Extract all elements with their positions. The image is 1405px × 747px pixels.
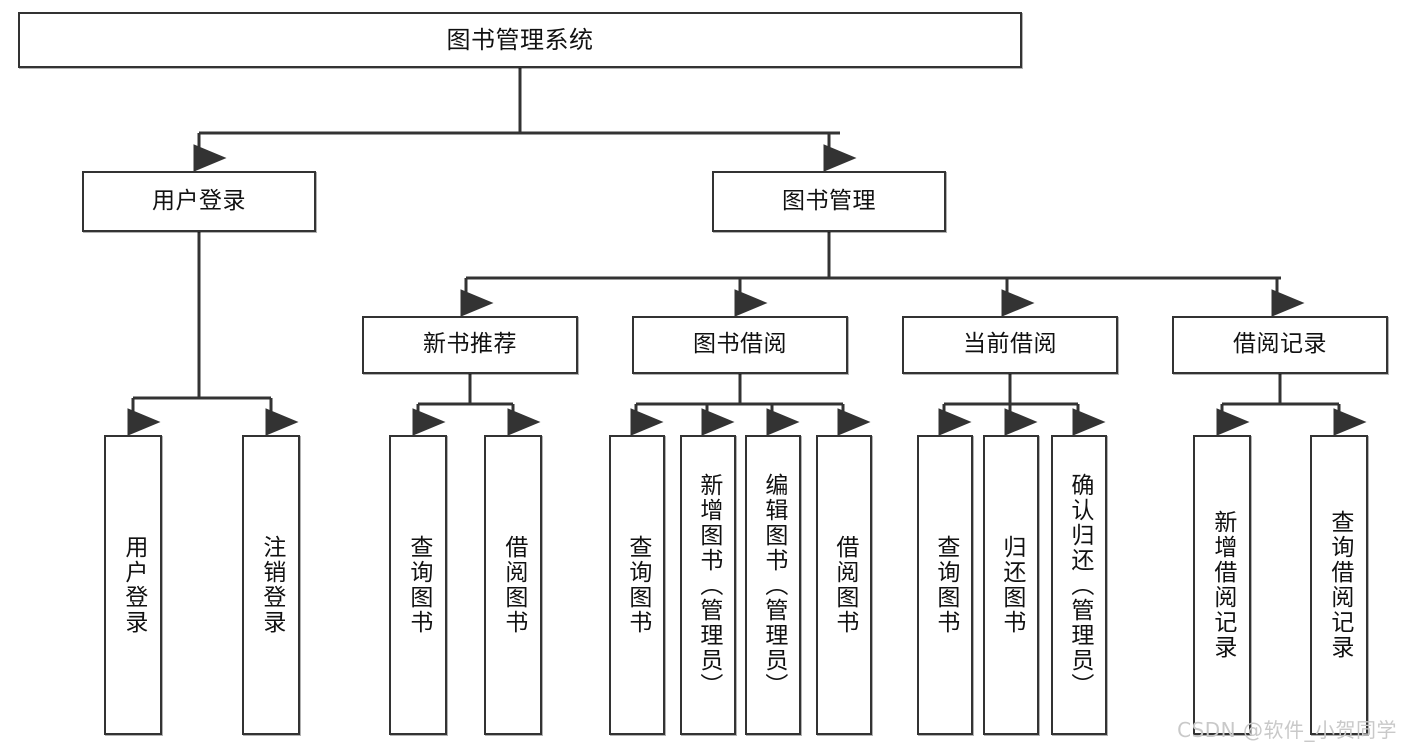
node-label: 注销登录 [258,535,285,635]
leaf-borrow-record-add-record[interactable]: 新增借阅记录 [1193,435,1251,735]
node-label: 新增借阅记录 [1209,510,1236,660]
node-label: 新增图书（管理员） [695,472,722,698]
node-label: 借阅图书 [831,535,858,635]
leaf-current-borrow-return-book[interactable]: 归还图书 [983,435,1039,735]
leaf-user-login-login[interactable]: 用户登录 [104,435,162,735]
leaf-book-borrow-borrow-book[interactable]: 借阅图书 [816,435,872,735]
watermark-text: CSDN @软件_小贺同学 [1177,718,1397,742]
node-label: 图书管理 [782,187,876,214]
node-label: 查询图书 [932,535,959,635]
node-label: 借阅记录 [1233,331,1327,358]
leaf-current-borrow-query-book[interactable]: 查询图书 [917,435,973,735]
leaf-book-borrow-add-book[interactable]: 新增图书（管理员） [680,435,736,735]
leaf-book-borrow-query-book[interactable]: 查询图书 [609,435,665,735]
node-label: 当前借阅 [963,331,1057,358]
node-book-borrow[interactable]: 图书借阅 [632,316,848,374]
node-label: 图书借阅 [693,331,787,358]
node-root-system[interactable]: 图书管理系统 [18,12,1022,68]
leaf-user-login-logout[interactable]: 注销登录 [242,435,300,735]
leaf-new-book-borrow-book[interactable]: 借阅图书 [484,435,542,735]
node-user-login[interactable]: 用户登录 [82,171,316,232]
node-label: 查询借阅记录 [1326,510,1353,660]
node-label: 用户登录 [120,535,147,635]
node-label: 查询图书 [405,535,432,635]
node-label: 查询图书 [624,535,651,635]
node-label: 用户登录 [152,187,246,214]
node-label: 借阅图书 [500,535,527,635]
leaf-current-borrow-confirm-return[interactable]: 确认归还（管理员） [1051,435,1107,735]
node-label: 编辑图书（管理员） [760,472,787,698]
leaf-book-borrow-edit-book[interactable]: 编辑图书（管理员） [745,435,801,735]
node-current-borrow[interactable]: 当前借阅 [902,316,1118,374]
node-label: 图书管理系统 [446,25,594,54]
leaf-new-book-query-book[interactable]: 查询图书 [389,435,447,735]
node-new-book-recommend[interactable]: 新书推荐 [362,316,578,374]
leaf-borrow-record-query-record[interactable]: 查询借阅记录 [1310,435,1368,735]
node-borrow-record[interactable]: 借阅记录 [1172,316,1388,374]
node-label: 确认归还（管理员） [1066,472,1093,698]
node-label: 归还图书 [998,535,1025,635]
node-book-management[interactable]: 图书管理 [712,171,946,232]
node-label: 新书推荐 [423,331,517,358]
